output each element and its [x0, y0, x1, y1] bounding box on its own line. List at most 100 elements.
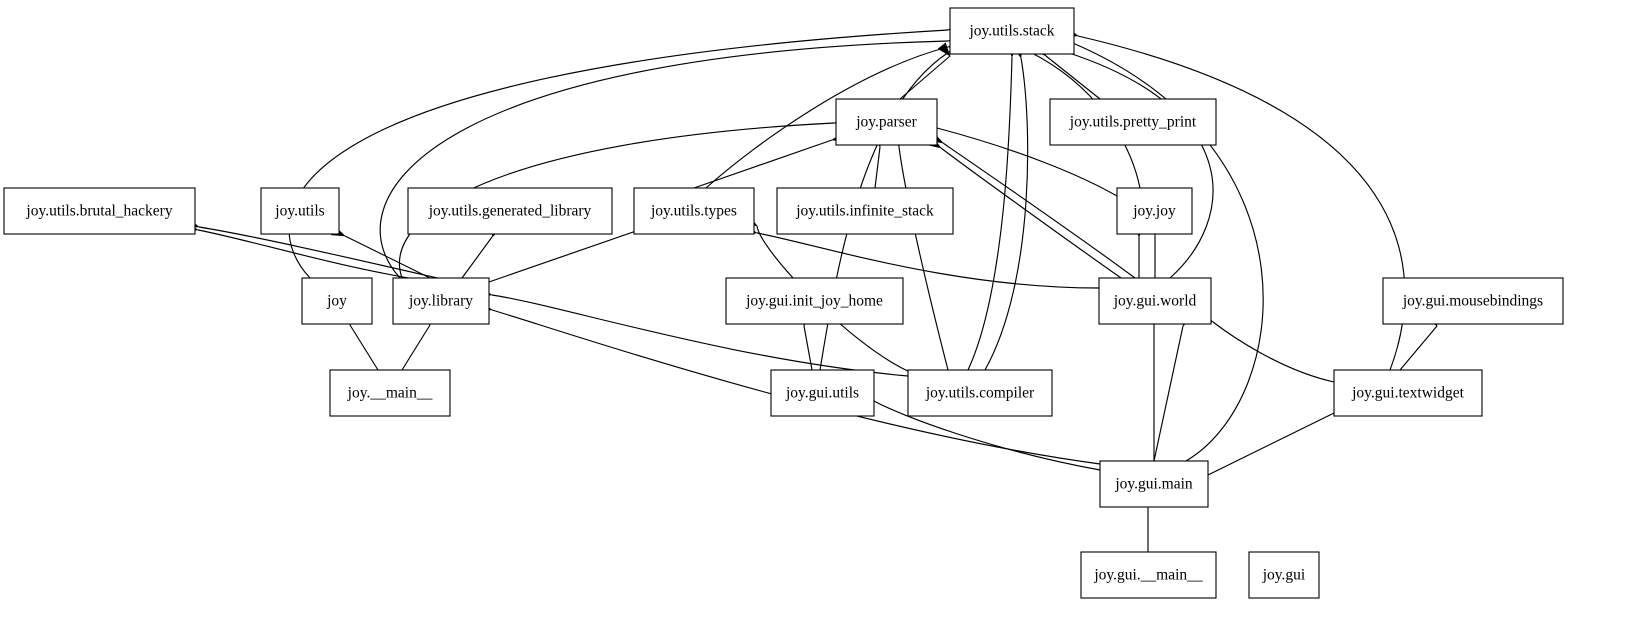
edge-utils_types-to-parser	[693, 131, 847, 189]
node-box[interactable]	[260, 187, 340, 235]
edge-gui_world-to-utils_stack	[1051, 41, 1214, 279]
edge-line	[398, 122, 835, 279]
node-label: joy.gui.__main__	[1093, 567, 1203, 584]
edge-line	[197, 229, 421, 281]
node-box[interactable]	[633, 187, 755, 235]
node-utils_stack[interactable]: joy.utils.stack	[949, 7, 1075, 55]
edge-line	[1153, 325, 1184, 462]
node-gui_main[interactable]: joy.gui.main	[1099, 460, 1209, 508]
edge-line	[488, 230, 637, 283]
edge-gui_textwidget-to-gui_world	[1198, 311, 1335, 383]
node-library[interactable]: joy.library	[392, 277, 490, 325]
node-label: joy.gui.mousebindings	[1402, 293, 1543, 310]
node-box[interactable]	[301, 277, 373, 325]
edge-line	[984, 57, 1029, 371]
node-gui_utils[interactable]: joy.gui.utils	[770, 369, 875, 417]
edge-joy-to-utils_stack	[288, 21, 963, 279]
node-box[interactable]	[1382, 277, 1564, 325]
edge-line	[1212, 321, 1335, 383]
node-label: joy.utils.generated_library	[428, 203, 592, 220]
edge-line	[1399, 325, 1438, 371]
node-box[interactable]	[407, 187, 613, 235]
edge-line	[349, 324, 379, 371]
node-box[interactable]	[949, 7, 1075, 55]
edge-line	[803, 325, 813, 371]
edge-line	[936, 127, 1118, 197]
edge-line	[1077, 35, 1406, 371]
node-label: joy.utils	[274, 203, 324, 220]
node-gui_init_joy_home[interactable]: joy.gui.init_joy_home	[725, 277, 904, 325]
edge-line	[379, 40, 949, 279]
node-gui_textwidget[interactable]: joy.gui.textwidget	[1333, 369, 1483, 417]
node-main[interactable]: joy.__main__	[329, 369, 451, 417]
node-joy_joy[interactable]: joy.joy	[1116, 187, 1193, 235]
edge-line	[874, 146, 881, 189]
node-utils_brutal[interactable]: joy.utils.brutal_hackery	[3, 187, 196, 235]
node-box[interactable]	[3, 187, 196, 235]
node-gui[interactable]: joy.gui	[1248, 551, 1320, 599]
node-utils[interactable]: joy.utils	[260, 187, 340, 235]
edge-library-to-utils_stack	[379, 32, 963, 279]
edge-line	[344, 235, 431, 279]
node-box[interactable]	[1080, 551, 1217, 599]
node-label: joy.utils.infinite_stack	[795, 203, 934, 220]
node-gui_mousebindings[interactable]: joy.gui.mousebindings	[1382, 277, 1564, 325]
edge-line	[491, 294, 909, 377]
edge-line	[1074, 43, 1264, 462]
node-utils_types[interactable]: joy.utils.types	[633, 187, 755, 235]
edge-line	[756, 232, 1100, 289]
edge-line	[491, 309, 1101, 465]
node-label: joy.utils.brutal_hackery	[25, 203, 172, 220]
node-joy[interactable]: joy	[301, 277, 373, 325]
node-box[interactable]	[725, 277, 904, 325]
edge-line	[705, 46, 949, 189]
edge-line	[967, 56, 1013, 371]
node-box[interactable]	[1116, 187, 1193, 235]
edge-line	[940, 147, 1122, 279]
edge-line	[198, 226, 447, 281]
node-box[interactable]	[835, 98, 938, 146]
node-layer: joy.utils.stack joy.parser joy.utils.prett…	[3, 7, 1564, 599]
node-gui_main_dunder[interactable]: joy.gui.__main__	[1080, 551, 1217, 599]
node-box[interactable]	[1248, 551, 1320, 599]
edge-gui_world-to-parser	[927, 136, 1122, 279]
node-label: joy.gui.textwidget	[1351, 385, 1464, 402]
node-box[interactable]	[1049, 98, 1217, 146]
edge-gui_main-to-gui_world	[1148, 312, 1160, 461]
node-label: joy.parser	[855, 114, 917, 131]
node-parser[interactable]: joy.parser	[835, 98, 938, 146]
edge-line	[875, 401, 1101, 471]
edge-line	[288, 29, 949, 279]
node-box[interactable]	[392, 277, 490, 325]
node-box[interactable]	[776, 187, 954, 235]
node-box[interactable]	[1333, 369, 1483, 417]
node-utils_generated[interactable]: joy.utils.generated_library	[407, 187, 613, 235]
node-box[interactable]	[907, 369, 1053, 417]
edge-utils_compiler-to-parser	[892, 133, 949, 371]
edge-gui_main-to-gui_world	[1153, 311, 1194, 462]
node-label: joy.joy	[1132, 203, 1176, 220]
node-label: joy.gui.utils	[785, 385, 859, 402]
node-box[interactable]	[770, 369, 875, 417]
edge-line	[461, 236, 493, 279]
node-label: joy	[326, 293, 347, 310]
node-label: joy.gui.main	[1114, 476, 1193, 493]
edge-line	[401, 324, 431, 371]
node-gui_world[interactable]: joy.gui.world	[1098, 277, 1212, 325]
node-label: joy.utils.pretty_print	[1069, 114, 1197, 131]
node-label: joy.gui	[1262, 567, 1306, 584]
node-box[interactable]	[1098, 277, 1212, 325]
edge-utils_compiler-to-utils_stack	[967, 43, 1018, 371]
node-box[interactable]	[329, 369, 451, 417]
arrowhead-icon	[937, 42, 951, 57]
node-box[interactable]	[1099, 460, 1209, 508]
node-utils_infinite[interactable]: joy.utils.infinite_stack	[776, 187, 954, 235]
edge-line	[1207, 413, 1333, 476]
node-utils_compiler[interactable]: joy.utils.compiler	[907, 369, 1053, 417]
edge-gui_main-to-gui_textwidget	[1207, 405, 1347, 476]
node-utils_pretty_print[interactable]: joy.utils.pretty_print	[1049, 98, 1217, 146]
node-label: joy.utils.types	[650, 203, 737, 220]
edge-line	[693, 139, 833, 189]
